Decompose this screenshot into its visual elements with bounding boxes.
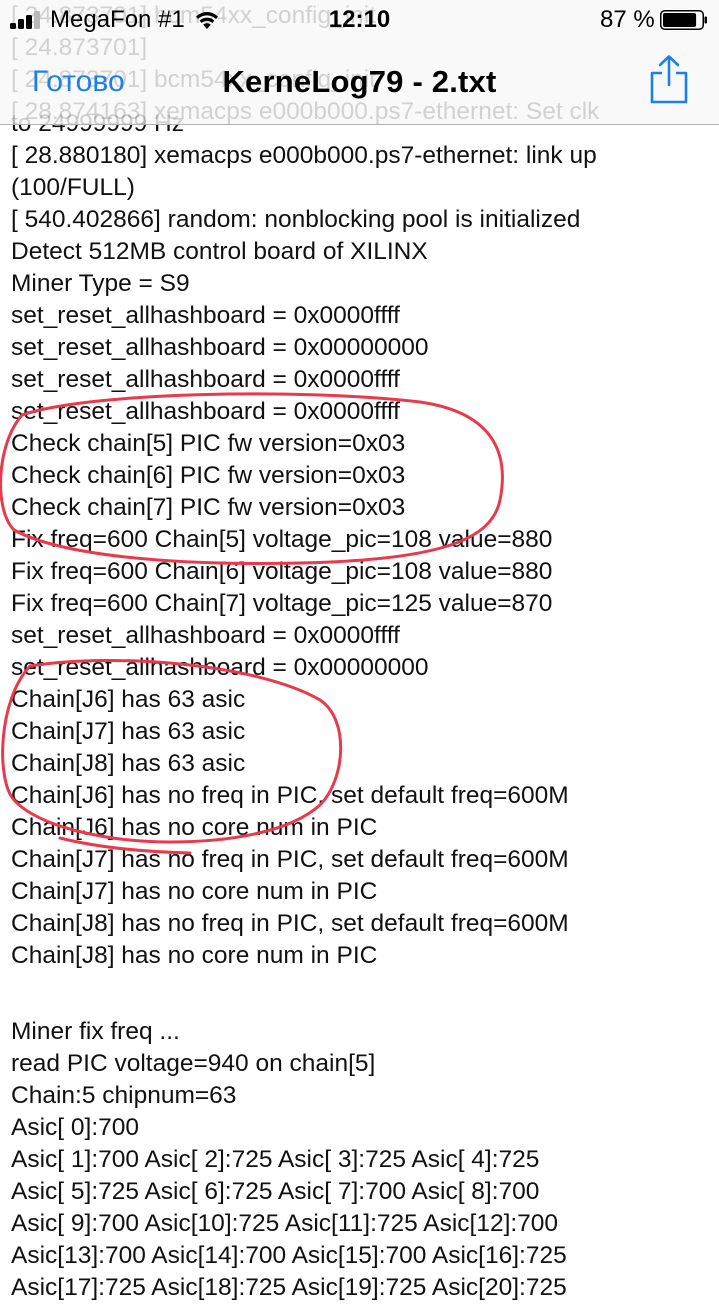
log-line: Chain[J7] has 63 asic bbox=[11, 718, 246, 745]
log-lines: to 24999999 Hz[ 28.880180] xemacps e000b… bbox=[0, 108, 719, 1304]
log-line: Chain:5 chipnum=63 bbox=[11, 1082, 237, 1109]
navigation-bar: Готово KerneLog79 - 2.txt bbox=[0, 40, 719, 124]
log-line: Chain[J8] has no core num in PIC bbox=[11, 942, 378, 969]
scrolled-log-line: [ 24.873701] bbox=[11, 34, 148, 61]
wifi-icon bbox=[196, 12, 218, 29]
log-line: Asic[13]:700 Asic[14]:700 Asic[15]:700 A… bbox=[11, 1242, 567, 1269]
signal-bar bbox=[18, 19, 24, 29]
log-line: Miner Type = S9 bbox=[11, 270, 190, 297]
log-line bbox=[11, 972, 719, 1016]
log-line: Chain[J6] has no core num in PIC bbox=[11, 814, 378, 841]
log-line: set_reset_allhashboard = 0x0000ffff bbox=[11, 622, 400, 649]
battery-icon bbox=[660, 10, 707, 30]
log-line: Asic[ 9]:700 Asic[10]:725 Asic[11]:725 A… bbox=[11, 1210, 559, 1237]
scrolled-log-line: [ 24.873701] bcm54xx_config_init bbox=[11, 66, 377, 93]
scrolled-log-line: [ 28.874163] xemacps e000b000.ps7-ethern… bbox=[11, 98, 600, 125]
log-line: set_reset_allhashboard = 0x0000ffff bbox=[11, 366, 400, 393]
log-line: Miner fix freq ... bbox=[11, 1018, 180, 1045]
share-icon[interactable] bbox=[648, 54, 690, 104]
log-line: Detect 512MB control board of XILINX bbox=[11, 238, 428, 265]
document-title: KerneLog79 - 2.txt bbox=[222, 64, 497, 99]
log-line: Fix freq=600 Chain[6] voltage_pic=108 va… bbox=[11, 558, 553, 585]
log-line: set_reset_allhashboard = 0x0000ffff bbox=[11, 398, 400, 425]
done-button[interactable]: Готово bbox=[32, 65, 125, 98]
log-line: Chain[J8] has no freq in PIC, set defaul… bbox=[11, 910, 569, 937]
log-text-view[interactable]: to 24999999 Hz[ 28.880180] xemacps e000b… bbox=[0, 108, 719, 1301]
log-line: set_reset_allhashboard = 0x0000ffff bbox=[11, 302, 400, 329]
status-bar: MegaFon #1 12:10 87 % bbox=[0, 0, 719, 40]
log-line: Check chain[6] PIC fw version=0x03 bbox=[11, 462, 406, 489]
log-line: Chain[J6] has 63 asic bbox=[11, 686, 246, 713]
status-time: 12:10 bbox=[328, 6, 391, 33]
log-line: Chain[J8] has 63 asic bbox=[11, 750, 246, 777]
log-line: Chain[J6] has no freq in PIC, set defaul… bbox=[11, 782, 569, 809]
log-line: Asic[17]:725 Asic[18]:725 Asic[19]:725 A… bbox=[11, 1274, 567, 1301]
log-line: (100/FULL) bbox=[11, 174, 135, 201]
log-line: Chain[J7] has no freq in PIC, set defaul… bbox=[11, 846, 569, 873]
log-line: Fix freq=600 Chain[5] voltage_pic=108 va… bbox=[11, 526, 553, 553]
log-line: Check chain[7] PIC fw version=0x03 bbox=[11, 494, 406, 521]
signal-bar bbox=[34, 11, 40, 29]
log-line: Fix freq=600 Chain[7] voltage_pic=125 va… bbox=[11, 590, 553, 617]
log-line: Asic[ 5]:725 Asic[ 6]:725 Asic[ 7]:700 A… bbox=[11, 1178, 540, 1205]
battery-percent: 87 % bbox=[600, 6, 655, 33]
header: [ 24.873701] bcm54xx_config_init [ 24.873… bbox=[0, 0, 719, 125]
log-line: [ 540.402866] random: nonblocking pool i… bbox=[11, 206, 581, 233]
log-line: set_reset_allhashboard = 0x00000000 bbox=[11, 654, 429, 681]
log-line: Check chain[5] PIC fw version=0x03 bbox=[11, 430, 406, 457]
log-line: Asic[ 1]:700 Asic[ 2]:725 Asic[ 3]:725 A… bbox=[11, 1146, 540, 1173]
log-line: Asic[ 0]:700 bbox=[11, 1114, 140, 1141]
log-line: read PIC voltage=940 on chain[5] bbox=[11, 1050, 376, 1077]
scrolled-log-line: [ 24.873701] bcm54xx_config_init bbox=[11, 2, 377, 29]
carrier-name: MegaFon #1 bbox=[50, 6, 185, 33]
signal-bar bbox=[26, 15, 32, 29]
log-line: [ 28.880180] xemacps e000b000.ps7-ethern… bbox=[11, 142, 597, 169]
log-line: Chain[J7] has no core num in PIC bbox=[11, 878, 378, 905]
cellular-signal-icon bbox=[10, 11, 48, 29]
log-line: set_reset_allhashboard = 0x00000000 bbox=[11, 334, 429, 361]
signal-bar bbox=[10, 23, 16, 29]
scrolled-log-behind-header: [ 24.873701] bcm54xx_config_init [ 24.873… bbox=[0, 0, 719, 128]
